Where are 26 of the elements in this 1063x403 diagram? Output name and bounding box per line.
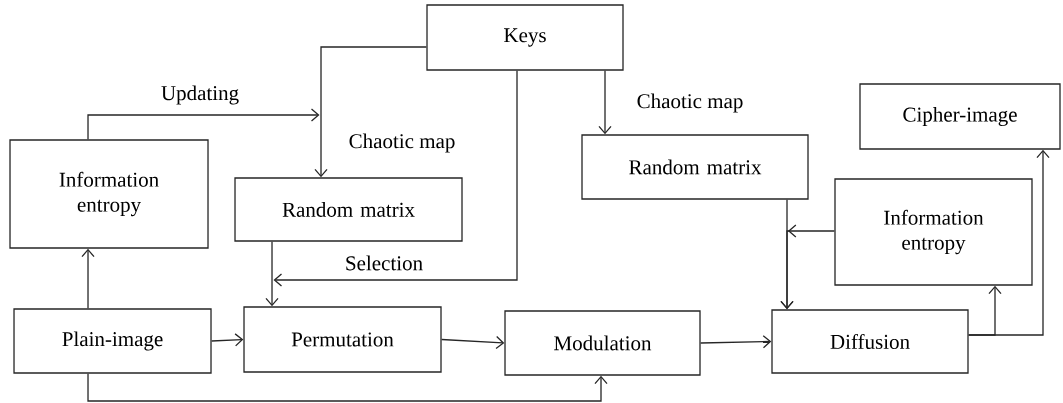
process-box: Information entropy [834,178,1033,286]
process-box: Keys [426,4,624,71]
arrow [81,248,95,309]
arrow [273,70,518,287]
process-box: Random matrix [234,177,463,242]
process-box: Modulation [504,310,701,376]
process-box: Permutation [243,306,442,373]
arrow [598,70,612,135]
edge-label: Updating [159,84,241,106]
edge-label: Chaotic map [635,92,745,114]
arrow [780,224,835,310]
edge-label: Chaotic map [347,132,457,154]
arrow [441,335,505,350]
arrow [211,333,244,347]
arrow [314,46,427,178]
arrow [87,373,608,402]
process-box: Cipher-image [859,83,1061,150]
edge-label: Selection [343,254,425,272]
process-box: Diffusion [771,309,969,374]
process-box: Random matrix [581,134,809,200]
process-box: Information entropy [9,139,209,249]
arrow [968,149,1050,336]
process-box: Plain-image [13,308,212,374]
arrow [265,241,279,307]
arrow [700,335,772,349]
arrow [87,108,320,140]
